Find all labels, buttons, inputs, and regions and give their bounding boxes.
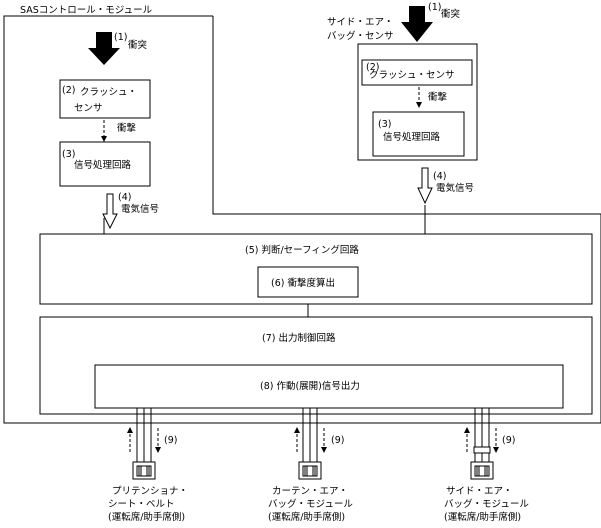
sas-module-title: SASコントロール・モジュール: [20, 5, 153, 16]
elec-signal-main-num: (4): [118, 192, 131, 203]
crash-sensor-side-label: クラッシュ・センサ: [369, 70, 455, 81]
elec-signal-side-label: 電気信号: [436, 182, 474, 194]
elec-signal-arrow-side: [417, 167, 433, 205]
signal-proc-side-num: (3): [378, 119, 391, 130]
output-cable-3: [464, 408, 499, 480]
signal-proc-main-num: (3): [62, 149, 75, 160]
output-cable-2: [294, 408, 327, 480]
crash-sensor-main-num: (2): [62, 85, 75, 96]
crash-sensor-side-box: [361, 59, 473, 86]
impact-num-side: (1): [428, 2, 441, 13]
signal-proc-main-box: [59, 141, 151, 187]
crash-sensor-side-num: (2): [366, 62, 379, 73]
output-2-line1: カーテン・エア・: [272, 486, 348, 497]
impact-label-main: 衝突: [128, 39, 148, 51]
impact-calc-label: (6) 衝撃度算出: [271, 277, 335, 289]
elec-signal-arrow-main: [102, 193, 118, 230]
crash-sensor-main-line2: センサ: [74, 103, 103, 114]
output-1-line1: プリテンショナ・: [112, 486, 188, 497]
activation-output-label: (8) 作動(展開)信号出力: [260, 380, 360, 392]
side-sensor-title-2: バッグ・センサ: [327, 30, 394, 42]
output-3-line2: バッグ・モジュール: [444, 498, 529, 510]
sas-module-outline: [3, 15, 601, 424]
elec-signal-side-num: (4): [433, 171, 446, 182]
impact-num-main: (1): [114, 32, 127, 43]
impact-label-side: 衝突: [441, 8, 461, 20]
signal-proc-main-label: 信号処理回路: [74, 159, 132, 171]
activation-output-box: [94, 364, 564, 409]
impact-arrow-side: [401, 6, 433, 42]
side-sensor-title-1: サイド・エア・: [327, 17, 394, 28]
output-1-line3: (運転席/助手席側): [108, 511, 185, 523]
signal-num-9-3: (9): [502, 435, 515, 446]
impact-dashed-label-side: 衝撃: [428, 91, 448, 103]
output-cable-1: [127, 408, 161, 480]
output-2-line2: バッグ・モジュール: [268, 498, 353, 510]
impact-calc-box: [257, 266, 359, 298]
signal-proc-side-box: [372, 111, 465, 157]
signal-proc-side-label: 信号処理回路: [383, 131, 441, 143]
signal-num-9-2: (9): [331, 435, 344, 446]
output-1-line2: シート・ベルト: [108, 499, 175, 510]
judgment-circuit-label: (5) 判断/セーフィング回路: [245, 244, 359, 256]
crash-sensor-main-box: [59, 79, 151, 119]
crash-sensor-main-line1: クラッシュ・: [80, 87, 137, 98]
impact-arrow-main: [88, 32, 120, 65]
output-3-line3: (運転席/助手席側): [444, 511, 521, 523]
output-control-label: (7) 出力制御回路: [262, 332, 336, 344]
output-3-line1: サイド・エア・: [446, 486, 513, 497]
signal-num-9-1: (9): [164, 435, 177, 446]
impact-dashed-label-main: 衝撃: [117, 122, 137, 134]
output-2-line3: (運転席/助手席側): [268, 511, 345, 523]
elec-signal-main-label: 電気信号: [121, 203, 159, 215]
